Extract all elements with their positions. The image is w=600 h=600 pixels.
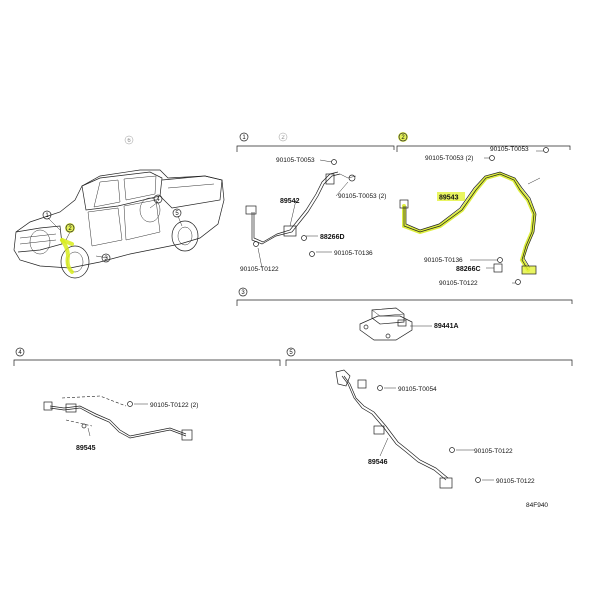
section-3-callout bbox=[238, 287, 248, 297]
part-label-88266C: 88266C bbox=[456, 266, 481, 273]
section-5: 5 90105-T0054 89546 90105-T0122 90105-T0… bbox=[285, 347, 573, 489]
section-5-callout bbox=[286, 347, 296, 357]
part-label-89542: 89542 bbox=[280, 198, 300, 205]
truck-callout-4 bbox=[153, 194, 163, 204]
section-3-number: 3 bbox=[241, 290, 245, 296]
section-4-number: 4 bbox=[18, 350, 22, 356]
part-label-90105-T0122-lower: 90105-T0122 bbox=[496, 478, 535, 485]
section-1-faint-callout bbox=[278, 132, 288, 142]
part-label-90105-T0122-2: 90105-T0122 (2) bbox=[150, 402, 198, 409]
section-1: 1 2 90105-T0053 90105-T0053 (2) 89542 88… bbox=[236, 132, 395, 273]
section-5-number: 5 bbox=[289, 350, 293, 356]
part-label-89545: 89545 bbox=[76, 445, 96, 452]
section-3: 3 89441A bbox=[236, 287, 573, 341]
part-label-90105-T0122: 90105-T0122 bbox=[474, 448, 513, 455]
part-label-90105-T0122: 90105-T0122 bbox=[439, 280, 478, 287]
section-1-number: 1 bbox=[242, 135, 246, 141]
part-label-89441A: 89441A bbox=[434, 323, 459, 330]
part-label-88266D: 88266D bbox=[320, 234, 345, 241]
part-label-89543: 89543 bbox=[439, 195, 459, 202]
truck-callout-2 bbox=[65, 223, 75, 233]
truck-callout-5-number: 5 bbox=[175, 211, 179, 217]
part-label-90105-T0053-2: 90105-T0053 (2) bbox=[425, 155, 473, 162]
part-label-90105-T0054: 90105-T0054 bbox=[398, 386, 437, 393]
truck-callout-3-number: 3 bbox=[104, 256, 108, 262]
section-2-callout-highlight bbox=[398, 132, 408, 142]
truck-callout-1 bbox=[42, 210, 52, 220]
section-2: 2 90105-T0053 90105-T0053 (2) 89543 9010… bbox=[396, 132, 571, 287]
truck-callout-5 bbox=[172, 208, 182, 218]
part-89543-highlight bbox=[437, 192, 465, 201]
truck-callout-2-number: 2 bbox=[68, 226, 72, 232]
section-1-faint-number: 2 bbox=[281, 135, 285, 141]
part-label-90105-T0122: 90105-T0122 bbox=[240, 266, 279, 273]
part-label-90105-T0053: 90105-T0053 bbox=[276, 157, 315, 164]
figure-code: 84F940 bbox=[526, 502, 548, 509]
section-1-callout bbox=[239, 132, 249, 142]
callout-6-number: 6 bbox=[127, 138, 131, 144]
callout-circle-6 bbox=[124, 135, 134, 145]
truck-illustration: 6 1 2 bbox=[13, 135, 225, 279]
section-4: 4 90105-T0122 (2) 89545 bbox=[13, 347, 281, 452]
section-2-callout bbox=[398, 132, 408, 142]
truck-callout-2-highlight bbox=[65, 223, 75, 233]
section-4-callout bbox=[15, 347, 25, 357]
truck-callout-4-number: 4 bbox=[156, 197, 160, 203]
part-label-90105-T0053: 90105-T0053 bbox=[490, 146, 529, 153]
part-label-89546: 89546 bbox=[368, 459, 388, 466]
part-label-90105-T0053-2: 90105-T0053 (2) bbox=[338, 193, 386, 200]
part-label-90105-T0136: 90105-T0136 bbox=[334, 250, 373, 257]
truck-callout-3 bbox=[101, 253, 111, 263]
truck-callout-1-number: 1 bbox=[45, 213, 49, 219]
section-2-number: 2 bbox=[401, 135, 405, 141]
part-label-90105-T0136: 90105-T0136 bbox=[424, 257, 463, 264]
